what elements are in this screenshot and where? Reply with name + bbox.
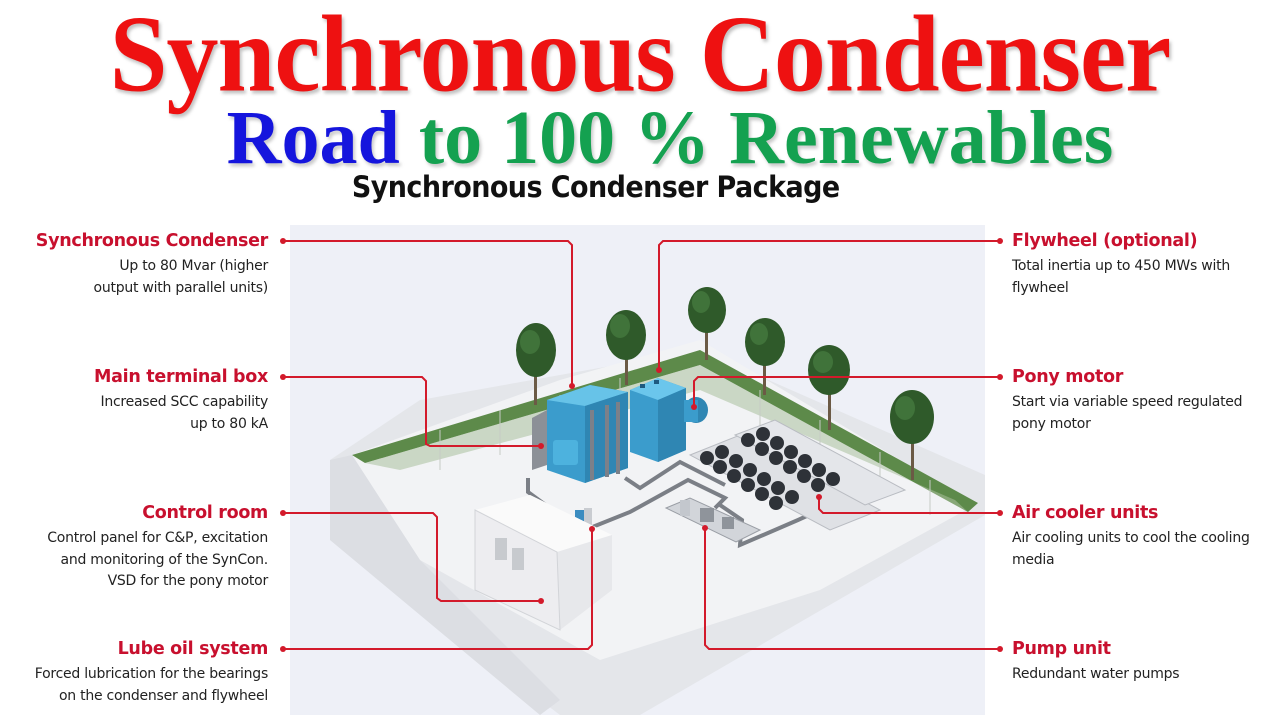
leader-synchronous-condenser (283, 240, 573, 385)
callout-air-cooler-units: Air cooler units Air cooling units to co… (1012, 501, 1280, 571)
callout-title: Pony motor (1012, 367, 1124, 387)
leader-pump-unit (704, 528, 1000, 650)
tree-icon (808, 345, 850, 430)
callout-title: Pump unit (1012, 639, 1111, 659)
callout-title: Main terminal box (94, 367, 268, 387)
callout-flywheel: Flywheel (optional) Total inertia up to … (1012, 229, 1280, 299)
tree-icon (606, 310, 646, 385)
subtitle-road: Road (226, 96, 400, 180)
subtitle-renewables: to 100 % Renewables (418, 96, 1114, 180)
callout-desc: Air cooling units to cool the cooling me… (1012, 528, 1280, 571)
desc-line: output with parallel units) (93, 279, 269, 296)
tree-icon (745, 318, 785, 395)
callout-title: Control room (142, 503, 268, 523)
tree-icon (688, 287, 726, 360)
leader-lines (283, 240, 1000, 650)
desc-line: media (1012, 551, 1055, 568)
desc-line: flywheel (1012, 279, 1069, 296)
callout-desc: Redundant water pumps (1012, 664, 1280, 686)
synchronous-condenser (547, 385, 628, 483)
callout-title: Flywheel (optional) (1012, 231, 1198, 251)
leader-dots (280, 238, 1003, 652)
callout-desc: Up to 80 Mvar (higher output with parall… (0, 256, 269, 299)
desc-line: Control panel for C&P, excitation (47, 530, 268, 546)
callout-title: Lube oil system (117, 639, 269, 659)
callout-main-terminal-box: Main terminal box Increased SCC capabili… (0, 365, 268, 435)
lube-oil-system (575, 508, 592, 528)
callout-pump-unit: Pump unit Redundant water pumps (1012, 637, 1280, 686)
leader-flywheel (658, 240, 1000, 370)
callout-desc: Start via variable speed regulated pony … (1012, 392, 1280, 435)
desc-line: and monitoring of the SynCon. (60, 551, 269, 568)
pump-unit (664, 497, 762, 543)
desc-line: Increased SCC capability (100, 394, 268, 410)
leader-lube-oil-system (283, 530, 593, 650)
leader-main-terminal-box (283, 376, 541, 447)
tree-icon (516, 323, 556, 405)
desc-line: Start via variable speed regulated (1012, 394, 1243, 410)
callout-lube-oil-system: Lube oil system Forced lubrication for t… (0, 637, 269, 707)
callout-title: Synchronous Condenser (35, 231, 269, 251)
pony-motor (684, 397, 708, 423)
callout-title: Air cooler units (1012, 503, 1159, 523)
main-title: Synchronous Condenser (109, 0, 1172, 115)
leader-pony-motor (693, 376, 1000, 407)
desc-line: pony motor (1012, 415, 1091, 432)
subtitle: Road to 100 % Renewables (150, 98, 1190, 178)
desc-line: on the condenser and flywheel (58, 687, 268, 704)
desc-line: Total inertia up to 450 MWs with (1012, 258, 1230, 274)
desc-line: Up to 80 Mvar (higher (119, 258, 268, 274)
desc-line: VSD for the pony motor (107, 573, 269, 589)
callout-desc: Control panel for C&P, excitation and mo… (0, 528, 268, 593)
air-cooler-units (688, 419, 907, 531)
tree-icon (890, 390, 934, 480)
desc-line: Air cooling units to cool the cooling (1012, 530, 1250, 546)
callout-synchronous-condenser: Synchronous Condenser Up to 80 Mvar (hig… (0, 229, 269, 299)
desc-line: up to 80 kA (190, 415, 268, 432)
callout-desc: Increased SCC capability up to 80 kA (0, 392, 268, 435)
package-title: Synchronous Condenser Package (351, 170, 840, 204)
leader-air-cooler-units (818, 497, 1000, 514)
trees (516, 287, 934, 480)
callout-pony-motor: Pony motor Start via variable speed regu… (1012, 365, 1280, 435)
callout-control-room: Control room Control panel for C&P, exci… (0, 501, 268, 593)
callout-desc: Forced lubrication for the bearings on t… (0, 664, 268, 707)
desc-line: Forced lubrication for the bearings (34, 666, 268, 682)
flywheel (630, 378, 686, 462)
leader-control-room (283, 512, 540, 602)
desc-line: Redundant water pumps (1012, 666, 1180, 682)
callout-desc: Total inertia up to 450 MWs with flywhee… (1012, 256, 1280, 299)
